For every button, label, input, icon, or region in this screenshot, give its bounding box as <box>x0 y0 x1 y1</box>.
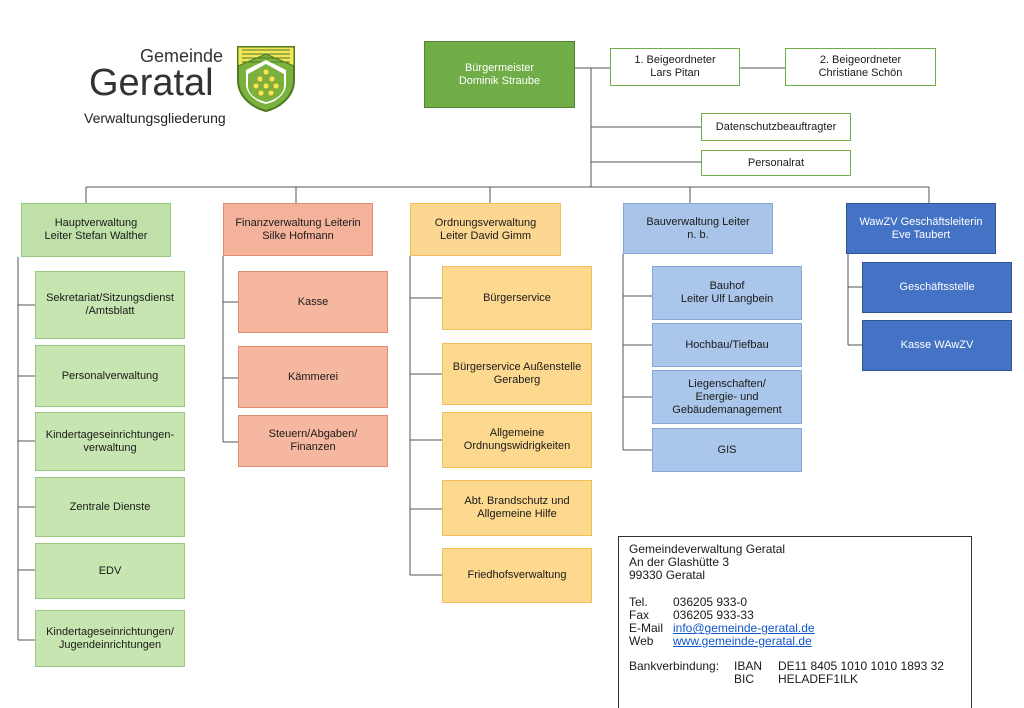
logo-text-geratal: Geratal <box>89 62 214 104</box>
web-label: Web <box>629 634 654 648</box>
bank-label: Bankverbindung: <box>629 659 720 673</box>
unit-liegenschaften[interactable]: Liegenschaften/ Energie- und Gebäudemana… <box>652 370 802 424</box>
dept-bauverwaltung-head[interactable]: Bauverwaltung Leiter n. b. <box>623 203 773 254</box>
unit-brandschutz[interactable]: Abt. Brandschutz und Allgemeine Hilfe <box>442 480 592 536</box>
unit-ordnungswidrigkeiten[interactable]: Allgemeine Ordnungswidrigkeiten <box>442 412 592 468</box>
bic-value: HELADEF1ILK <box>778 672 859 686</box>
unit-kaemmerei[interactable]: Kämmerei <box>238 346 388 408</box>
unit-edv[interactable]: EDV <box>35 543 185 599</box>
unit-steuern[interactable]: Steuern/Abgaben/ Finanzen <box>238 415 388 467</box>
tel-label: Tel. <box>629 595 648 609</box>
coat-of-arms-icon <box>237 46 295 112</box>
dept-hauptverwaltung-head[interactable]: Hauptverwaltung Leiter Stefan Walther <box>21 203 171 257</box>
deputy-2-box[interactable]: 2. Beigeordneter Christiane Schön <box>785 48 936 86</box>
iban-value: DE11 8405 1010 1010 1893 32 <box>778 659 944 673</box>
contact-street: An der Glashütte 3 <box>629 555 730 569</box>
mayor-box[interactable]: Bürgermeister Dominik Straube <box>424 41 575 108</box>
unit-friedhofsverwaltung[interactable]: Friedhofsverwaltung <box>442 548 592 603</box>
unit-hochbau-tiefbau[interactable]: Hochbau/Tiefbau <box>652 323 802 367</box>
unit-kasse[interactable]: Kasse <box>238 271 388 333</box>
logo-text-gemeinde: Gemeinde <box>140 46 224 66</box>
unit-zentrale-dienste[interactable]: Zentrale Dienste <box>35 477 185 537</box>
dept-wawzv-head[interactable]: WawZV Geschäftsleiterin Eve Taubert <box>846 203 996 254</box>
unit-gis[interactable]: GIS <box>652 428 802 472</box>
deputy-1-box[interactable]: 1. Beigeordneter Lars Pitan <box>610 48 740 86</box>
unit-sekretariat[interactable]: Sekretariat/Sitzungsdienst /Amtsblatt <box>35 271 185 339</box>
fax-value: 036205 933-33 <box>673 608 754 622</box>
unit-geschaeftsstelle[interactable]: Geschäftsstelle <box>862 262 1012 313</box>
email-label: E-Mail <box>629 621 664 635</box>
contact-name: Gemeindeverwaltung Geratal <box>629 542 786 556</box>
staff-council-box[interactable]: Personalrat <box>701 150 851 176</box>
dept-finanzverwaltung-head[interactable]: Finanzverwaltung Leiterin Silke Hofmann <box>223 203 373 256</box>
unit-kita-jugend[interactable]: Kindertageseinrichtungen/ Jugendeinricht… <box>35 610 185 667</box>
unit-buergerservice-aussenstelle[interactable]: Bürgerservice Außenstelle Geraberg <box>442 343 592 405</box>
unit-kita-verwaltung[interactable]: Kindertageseinrichtungen- verwaltung <box>35 412 185 471</box>
contact-city: 99330 Geratal <box>629 568 706 582</box>
email-link[interactable]: info@gemeinde-geratal.de <box>673 621 815 635</box>
tel-value: 036205 933-0 <box>673 595 748 609</box>
dept-ordnungsverwaltung-head[interactable]: Ordnungsverwaltung Leiter David Gimm <box>410 203 561 256</box>
privacy-officer-box[interactable]: Datenschutzbeauftragter <box>701 113 851 141</box>
iban-label: IBAN <box>734 659 763 673</box>
contact-info-box: Gemeindeverwaltung Geratal An der Glashü… <box>618 536 972 708</box>
fax-label: Fax <box>629 608 650 622</box>
unit-personalverwaltung[interactable]: Personalverwaltung <box>35 345 185 407</box>
web-link[interactable]: www.gemeinde-geratal.de <box>673 634 812 648</box>
unit-buergerservice[interactable]: Bürgerservice <box>442 266 592 330</box>
unit-kasse-wawzv[interactable]: Kasse WAwZV <box>862 320 1012 371</box>
bic-label: BIC <box>734 672 755 686</box>
page-subtitle: Verwaltungsgliederung <box>84 110 226 126</box>
unit-bauhof[interactable]: Bauhof Leiter Ulf Langbein <box>652 266 802 320</box>
